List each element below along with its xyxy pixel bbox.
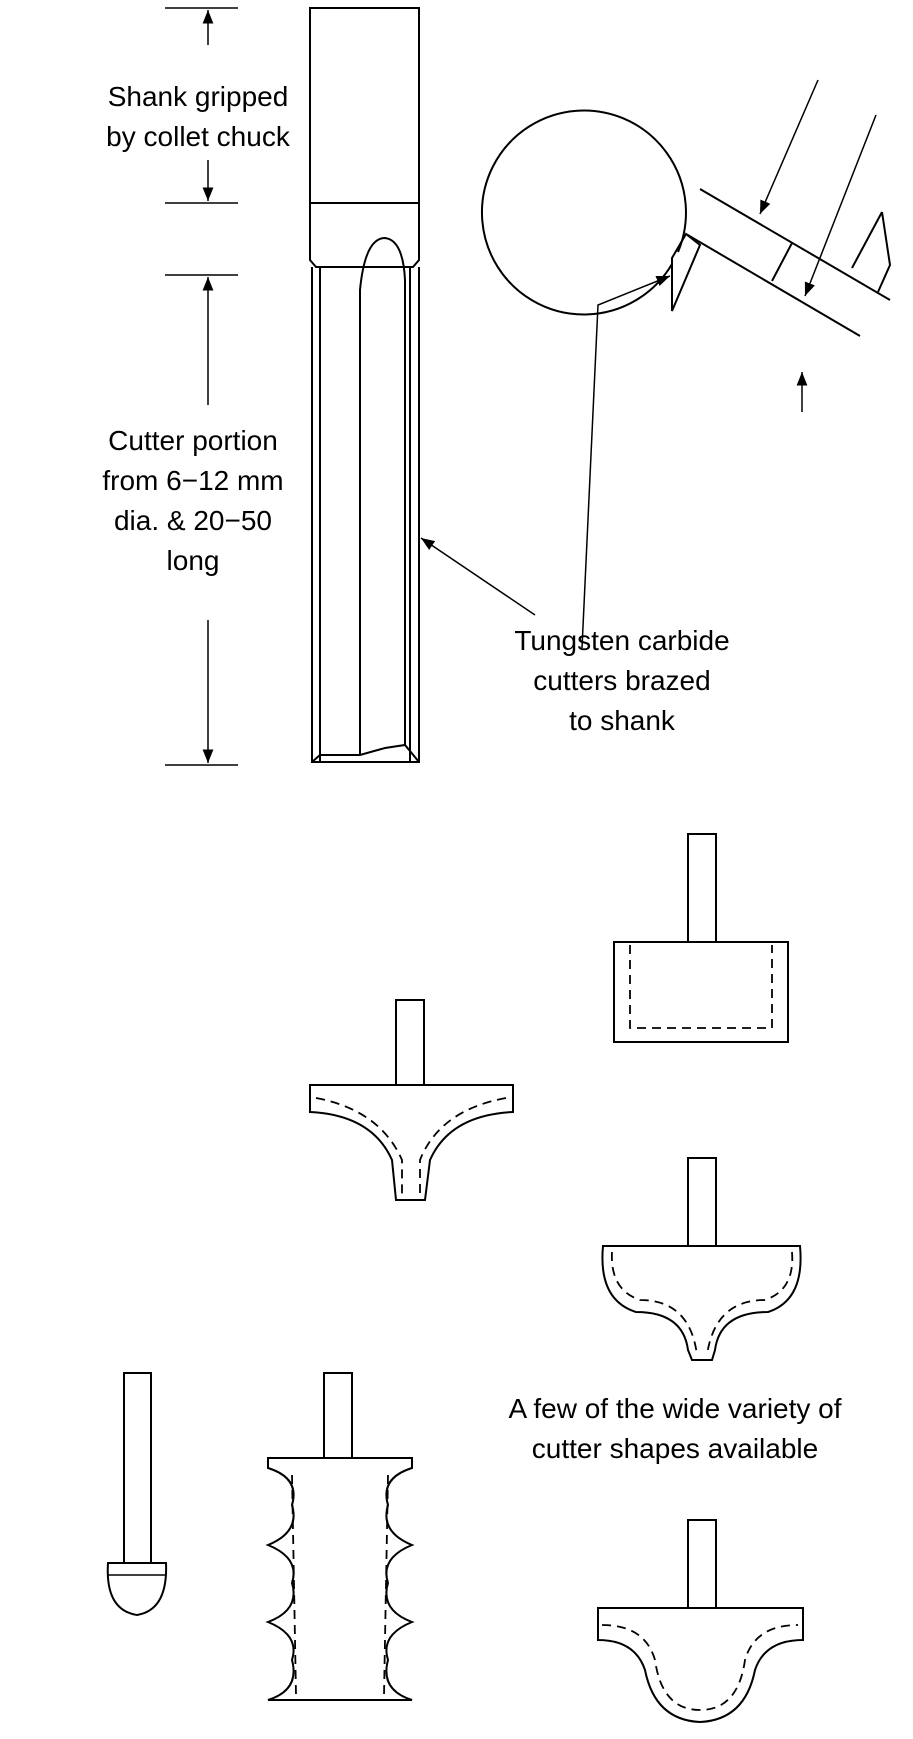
leader-to-cutter bbox=[420, 537, 536, 616]
cutter-body bbox=[311, 267, 420, 763]
cove-cutter-shape bbox=[309, 999, 514, 1201]
shank-dimension bbox=[165, 7, 238, 204]
tungsten-label-line1: Tungsten carbide bbox=[514, 625, 729, 656]
detail-cross-section bbox=[480, 79, 892, 649]
variety-label-line2: cutter shapes available bbox=[532, 1433, 818, 1464]
main-router-cutter bbox=[309, 7, 420, 763]
cutter-label-line4: long bbox=[167, 545, 220, 576]
cutter-dimension bbox=[165, 274, 238, 766]
variety-label-line1: A few of the wide variety of bbox=[508, 1393, 841, 1424]
tungsten-label-line3: to shank bbox=[569, 705, 676, 736]
carbide-tip bbox=[359, 236, 406, 755]
leader-to-detail bbox=[581, 275, 671, 649]
round-nose-cutter-shape bbox=[106, 1372, 168, 1617]
cutter-label-line1: Cutter portion bbox=[108, 425, 278, 456]
cross-section-circle bbox=[480, 109, 687, 316]
cutter-label-line2: from 6−12 mm bbox=[102, 465, 283, 496]
cove-bead-cutter-shape bbox=[597, 1519, 804, 1724]
shank-label-line1: Shank gripped bbox=[108, 81, 289, 112]
shank bbox=[309, 7, 420, 204]
shank-collar bbox=[309, 202, 420, 268]
ogee-cutter-shape bbox=[601, 1157, 802, 1361]
straight-cutter-shape bbox=[613, 833, 789, 1043]
shank-label-line2: by collet chuck bbox=[106, 121, 291, 152]
cutter-label-line3: dia. & 20−50 bbox=[114, 505, 272, 536]
tungsten-label-line2: cutters brazed bbox=[533, 665, 710, 696]
beading-cutter-shape bbox=[265, 1372, 415, 1701]
